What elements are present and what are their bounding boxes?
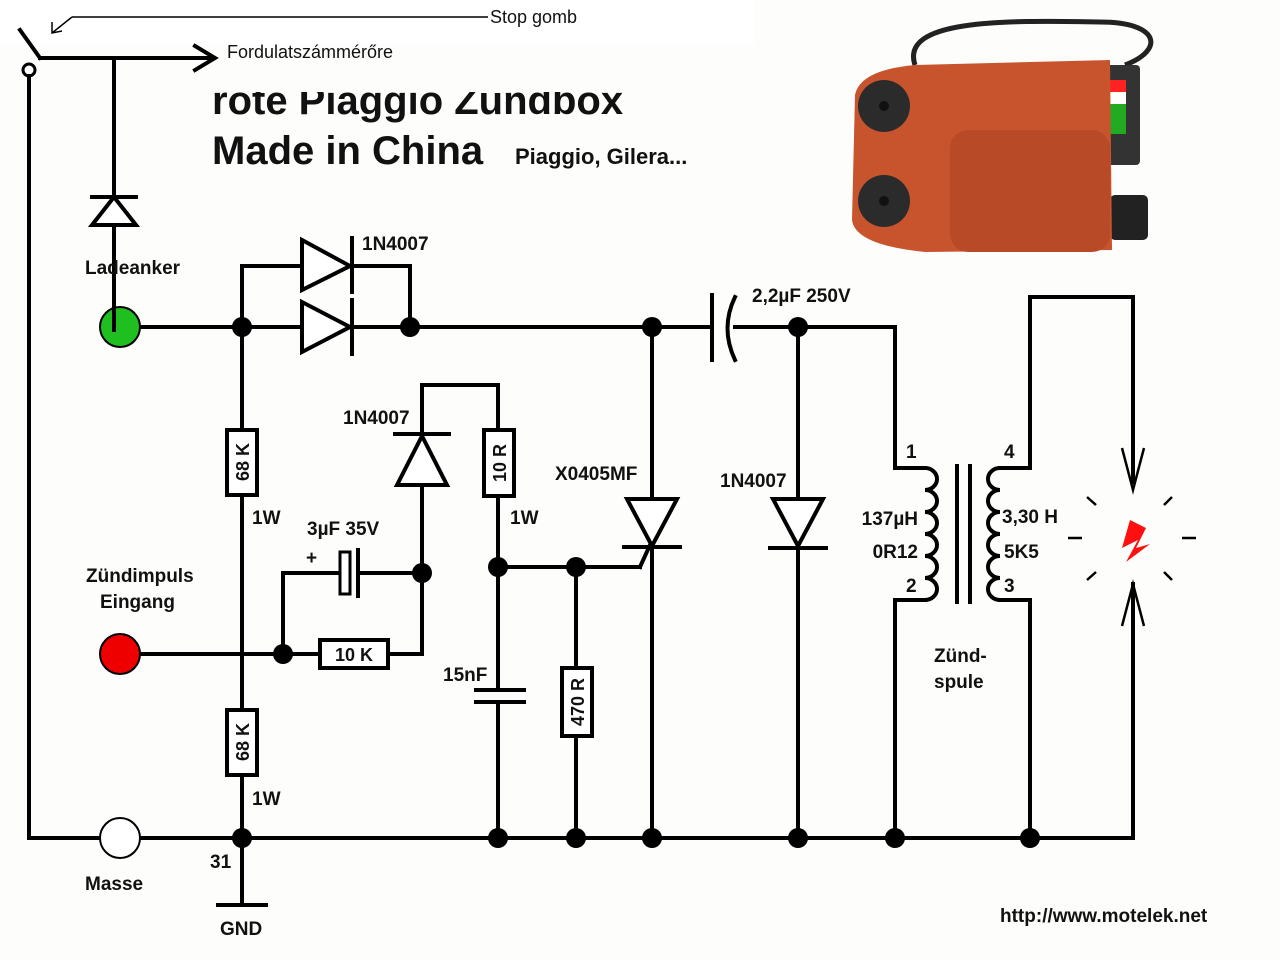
gnd-label: GND [220,919,262,940]
diode-pair [300,236,355,356]
annotation-panel [0,0,755,45]
trigger-input-terminal [99,633,141,675]
charging-coil-terminal [99,306,141,348]
res-upper-power: 1W [252,508,281,529]
ground-terminal [99,817,141,859]
title-line2: Made in China [212,129,484,173]
cap-small-label: 15nF [443,665,487,686]
main-cap-label: 2,2µF 250V [752,286,851,307]
res-10k-label: 10 K [335,645,373,665]
coil-pin2: 2 [906,576,917,597]
coil-pin1: 1 [906,442,917,463]
coil-pin4: 4 [1004,442,1015,463]
res-lower-label: 68 K [233,723,253,761]
footer-url: http://www.motelek.net [1000,906,1208,927]
res-470r-label: 470 R [568,678,588,726]
cap-trigger-polarity: + [306,548,317,569]
coil-pin3: 3 [1004,576,1015,597]
res-10r-power: 1W [510,508,539,529]
res-lower-power: 1W [252,789,281,810]
diode-flyback-label: 1N4007 [720,471,787,492]
charging-coil-diode-symbol [87,56,141,324]
coil-secondary-resistance: 5K5 [1004,542,1039,563]
junctions [232,317,1040,848]
ground-pin-label: 31 [210,852,232,873]
coil-label-line2: spule [934,672,984,693]
coil-primary-resistance: 0R12 [873,542,918,563]
ignition-coil [893,295,1135,840]
cdi-unit-photo [852,18,1154,252]
res-upper-label: 68 K [233,443,253,481]
res-10r-label: 10 R [490,444,510,482]
spark-gap [1068,447,1196,840]
tachometer-label: Fordulatszámmérőre [227,42,393,62]
stop-button-arrow [51,16,488,34]
coil-label-line1: Zünd- [934,646,987,667]
title-subtitle: Piaggio, Gilera... [515,144,687,169]
ground-terminal-label: Masse [85,874,143,895]
charging-coil-label: Ladeanker [85,258,181,279]
diode-top-label: 1N4007 [362,234,429,255]
trigger-input-label-line1: Zündimpuls [86,566,194,587]
coil-primary-inductance: 137µH [862,509,918,530]
diode-trigger-label: 1N4007 [343,408,410,429]
trigger-input-label-line2: Eingang [100,592,175,613]
thyristor-label: X0405MF [555,464,637,485]
spark-icon [1122,520,1150,562]
coil-secondary-inductance: 3,30 H [1002,507,1058,528]
stop-button-label: Stop gomb [490,7,577,27]
stop-switch [17,27,219,840]
cap-trigger-label: 3µF 35V [307,519,380,540]
